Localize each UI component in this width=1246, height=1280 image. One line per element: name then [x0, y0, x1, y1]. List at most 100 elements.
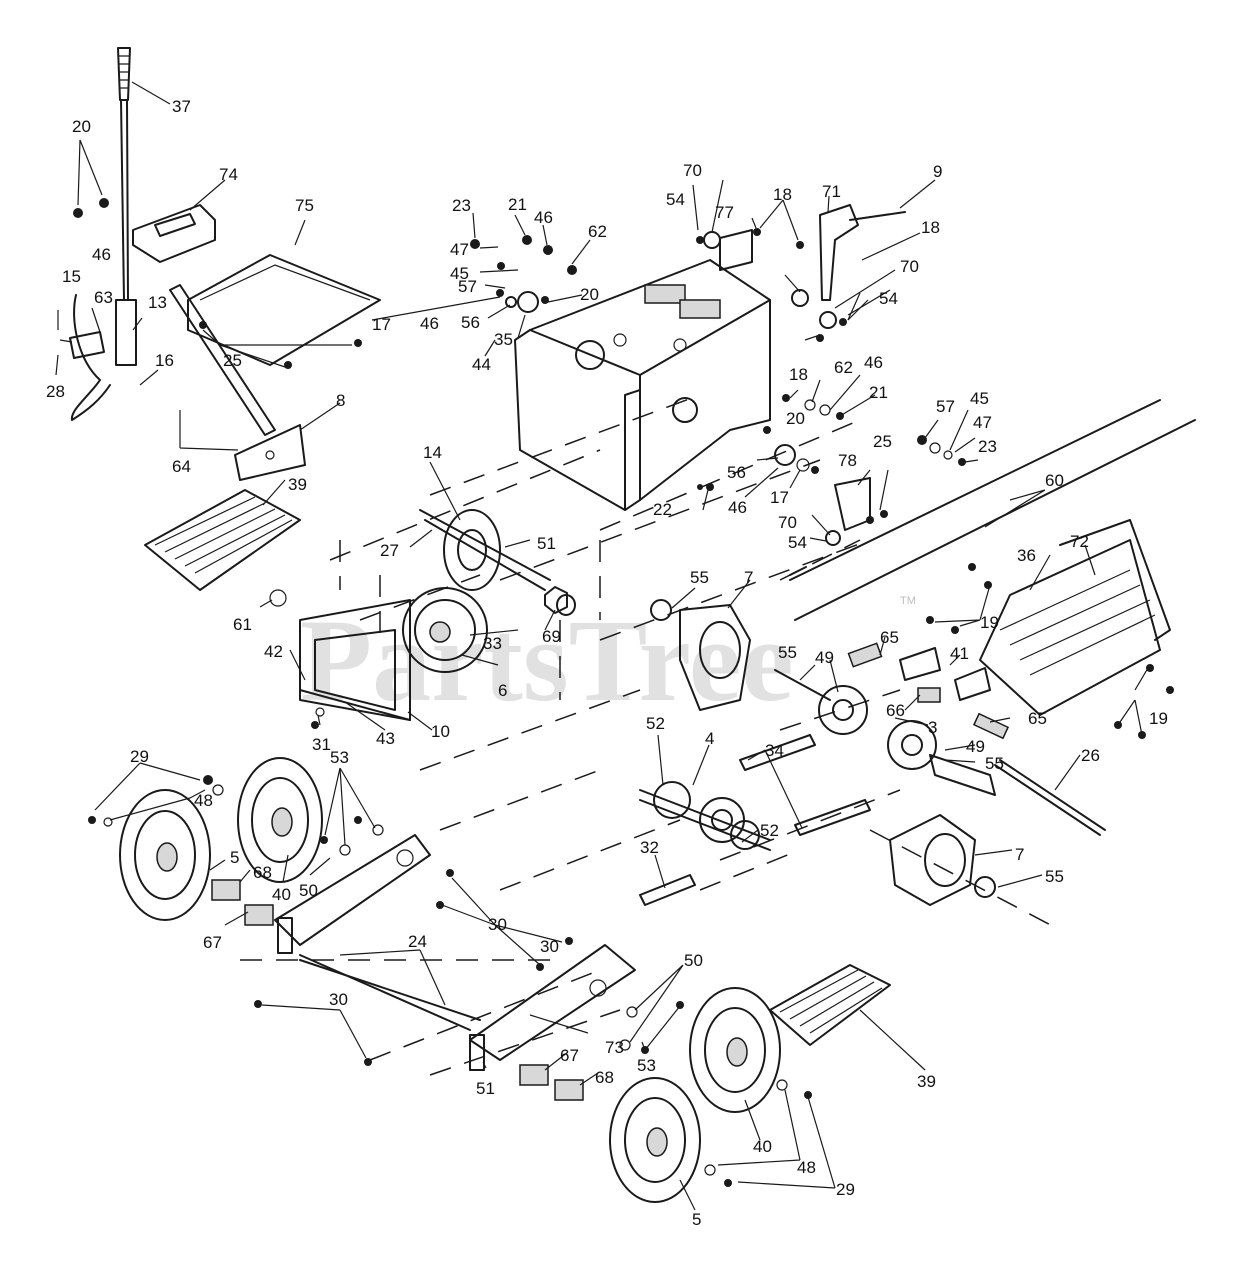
callout-54c: 54 [879, 289, 898, 308]
callout-25b: 25 [873, 432, 892, 451]
callout-28: 28 [46, 382, 65, 401]
callout-25: 25 [223, 351, 242, 370]
callout-56: 56 [461, 313, 480, 332]
callout-60: 60 [1045, 471, 1064, 490]
rod [994, 759, 1106, 836]
callout-40b: 40 [753, 1137, 772, 1156]
callout-39b: 39 [917, 1072, 936, 1091]
callout-70: 70 [683, 161, 702, 180]
callout-46c: 46 [92, 245, 111, 264]
track-frame [274, 834, 636, 1071]
callout-34: 34 [765, 741, 784, 760]
callout-36: 36 [1017, 546, 1036, 565]
callout-21: 21 [508, 195, 527, 214]
callout-24: 24 [408, 932, 427, 951]
callout-27: 27 [380, 541, 399, 560]
callout-67b: 67 [560, 1046, 579, 1065]
callout-63: 63 [94, 288, 113, 307]
leader-lines [55, 81, 1149, 1211]
callout-47: 47 [450, 240, 469, 259]
callout-57: 57 [458, 277, 477, 296]
callout-69: 69 [542, 627, 561, 646]
callout-55: 55 [690, 568, 709, 587]
callout-30c: 30 [540, 937, 559, 956]
drive-chains [639, 734, 871, 906]
callout-22: 22 [653, 500, 672, 519]
callout-53: 53 [330, 748, 349, 767]
callout-21b: 21 [869, 383, 888, 402]
callout-32: 32 [640, 838, 659, 857]
track-tread-right [769, 964, 891, 1046]
callout-68b: 68 [595, 1068, 614, 1087]
shift-lever [69, 47, 137, 421]
sprocket-assembly [774, 669, 996, 796]
callout-52b: 52 [760, 821, 779, 840]
callout-64: 64 [172, 457, 191, 476]
callout-72: 72 [1070, 532, 1089, 551]
callout-67: 67 [203, 933, 222, 952]
callout-5b: 5 [692, 1210, 701, 1229]
callout-57b: 57 [936, 397, 955, 416]
callout-15: 15 [62, 267, 81, 286]
callout-55d: 55 [1045, 867, 1064, 886]
callout-30b: 30 [329, 990, 348, 1009]
callout-73: 73 [605, 1038, 624, 1057]
callout-53b: 53 [637, 1056, 656, 1075]
callout-33: 33 [483, 634, 502, 653]
callout-44: 44 [472, 355, 491, 374]
watermark: PartsTree TM [300, 595, 916, 726]
callout-3: 3 [928, 718, 937, 737]
frame-housing [514, 259, 771, 511]
shift-shaft [169, 284, 306, 481]
callout-9: 9 [933, 162, 942, 181]
callout-74: 74 [219, 165, 238, 184]
callout-13: 13 [148, 293, 167, 312]
callout-19b: 19 [1149, 709, 1168, 728]
callout-47b: 47 [973, 413, 992, 432]
shift-bracket [132, 204, 216, 263]
callout-55c: 55 [985, 754, 1004, 773]
hardware [73, 198, 1174, 1187]
control-cables [789, 399, 1196, 621]
callout-35: 35 [494, 330, 513, 349]
callout-14: 14 [423, 443, 442, 462]
callout-20: 20 [72, 117, 91, 136]
callout-42: 42 [264, 642, 283, 661]
callout-48: 48 [194, 791, 213, 810]
callout-54: 54 [666, 190, 685, 209]
callout-18: 18 [773, 185, 792, 204]
callout-7b: 7 [1015, 845, 1024, 864]
friction-wheel-assembly [419, 509, 576, 616]
drive-shaft-gears [639, 781, 771, 851]
callout-45b: 45 [970, 389, 989, 408]
callout-48b: 48 [797, 1158, 816, 1177]
callout-29: 29 [130, 747, 149, 766]
callout-46d: 46 [728, 498, 747, 517]
cover-panel [187, 254, 381, 369]
callout-19: 19 [980, 613, 999, 632]
track-wheels-left [119, 757, 323, 926]
callout-17: 17 [372, 315, 391, 334]
callout-8: 8 [336, 391, 345, 410]
callout-50: 50 [299, 881, 318, 900]
callout-30: 30 [488, 915, 507, 934]
callout-10: 10 [431, 722, 450, 741]
callout-23: 23 [452, 196, 471, 215]
auger-housing [979, 519, 1171, 716]
callout-26: 26 [1081, 746, 1100, 765]
callout-70c: 70 [900, 257, 919, 276]
callout-39: 39 [288, 475, 307, 494]
callout-51: 51 [537, 534, 556, 553]
watermark-text: PartsTree [300, 595, 794, 726]
bearing-flange-lower [889, 814, 996, 906]
callout-46: 46 [534, 208, 553, 227]
callout-37: 37 [172, 97, 191, 116]
callout-45: 45 [450, 264, 469, 283]
callout-23b: 23 [978, 437, 997, 456]
callout-54b: 54 [788, 533, 807, 552]
callout-56b: 56 [727, 463, 746, 482]
track-wheels-right [519, 987, 781, 1203]
callout-62: 62 [588, 222, 607, 241]
callout-20c: 20 [786, 409, 805, 428]
